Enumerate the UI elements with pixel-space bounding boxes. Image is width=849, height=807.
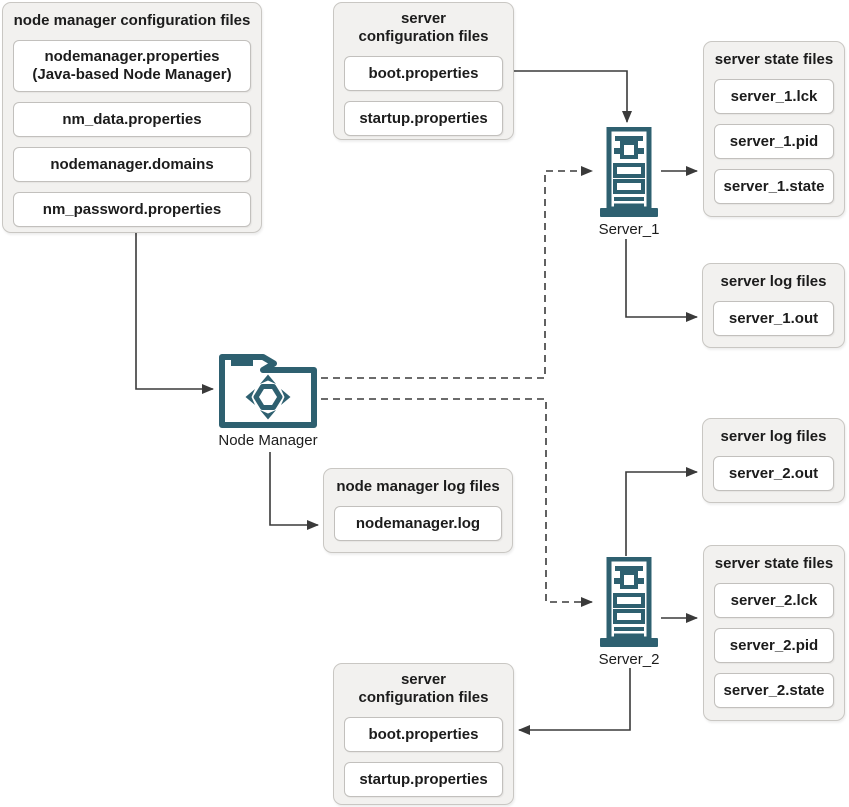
box-title: node manager log files <box>336 478 500 495</box>
node-manager-label: Node Manager <box>218 432 318 449</box>
box-title: server state files <box>714 51 834 68</box>
box-server-config-files-top: server configuration files boot.properti… <box>333 2 514 140</box>
file-server2-out: server_2.out <box>713 456 834 491</box>
file-nodemanager-properties: nodemanager.properties (Java-based Node … <box>13 40 251 92</box>
box-server-state-files-1: server state files server_1.lck server_1… <box>703 41 845 217</box>
box-title: server log files <box>720 428 827 445</box>
box-node-manager-config-files: node manager configuration files nodeman… <box>2 2 262 233</box>
box-title: server state files <box>714 555 834 572</box>
arrow-down-icon <box>260 410 276 420</box>
server-2-label: Server_2 <box>598 651 660 668</box>
file-nm-password-properties: nm_password.properties <box>13 192 251 227</box>
node-manager-folder-icon <box>219 354 317 428</box>
box-server-log-files-2: server log files server_2.out <box>702 418 845 503</box>
arrow-left-icon <box>245 389 255 405</box>
file-server1-state: server_1.state <box>714 169 834 204</box>
connector-nodemanager-to-server1-dashed <box>321 166 593 379</box>
server-1-label: Server_1 <box>598 221 660 238</box>
connector-server2-to-serverconfig <box>518 668 631 735</box>
connector-serverconfig-to-server1 <box>505 70 632 123</box>
connector-server1-to-serverlog1 <box>625 239 698 322</box>
file-nodemanager-domains: nodemanager.domains <box>13 147 251 182</box>
connector-nmconfig-to-nodemanager <box>135 233 214 394</box>
server-icon <box>600 127 658 217</box>
box-title: server configuration files <box>358 10 489 45</box>
box-title: server log files <box>720 273 827 290</box>
file-boot-properties-2: boot.properties <box>344 717 503 752</box>
connector-server2-to-serverlog2 <box>625 467 698 556</box>
file-nodemanager-log: nodemanager.log <box>334 506 502 541</box>
file-server1-out: server_1.out <box>713 301 834 336</box>
node-node-manager: Node Manager <box>208 347 328 449</box>
node-server-2: Server_2 <box>586 557 672 668</box>
box-server-config-files-bottom: server configuration files boot.properti… <box>333 663 514 805</box>
file-server1-pid: server_1.pid <box>714 124 834 159</box>
box-server-log-files-1: server log files server_1.out <box>702 263 845 348</box>
box-server-state-files-2: server state files server_2.lck server_2… <box>703 545 845 721</box>
node-server-1: Server_1 <box>586 127 672 238</box>
file-startup-properties-2: startup.properties <box>344 762 503 797</box>
connector-nodemanager-to-nmlog <box>269 452 319 530</box>
box-title: node manager configuration files <box>13 12 251 29</box>
box-node-manager-log-files: node manager log files nodemanager.log <box>323 468 513 553</box>
server-icon <box>600 557 658 647</box>
file-server2-lck: server_2.lck <box>714 583 834 618</box>
file-startup-properties: startup.properties <box>344 101 503 136</box>
file-boot-properties: boot.properties <box>344 56 503 91</box>
file-nm-data-properties: nm_data.properties <box>13 102 251 137</box>
file-server2-pid: server_2.pid <box>714 628 834 663</box>
file-server2-state: server_2.state <box>714 673 834 708</box>
box-title: server configuration files <box>358 671 489 706</box>
arrow-right-icon <box>281 389 291 405</box>
arrow-up-icon <box>260 374 276 384</box>
file-server1-lck: server_1.lck <box>714 79 834 114</box>
